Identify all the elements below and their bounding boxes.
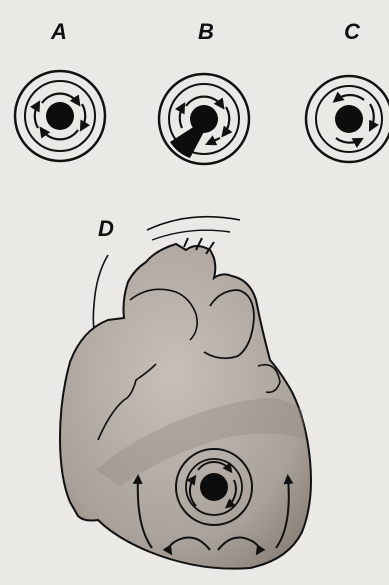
heart-apex-core bbox=[200, 473, 228, 501]
panel-c-diagram bbox=[306, 76, 389, 162]
panel-b-diagram bbox=[159, 74, 249, 164]
panel-b-flow-arrow-left bbox=[180, 106, 183, 128]
panel-c-flow-arrow-top bbox=[336, 95, 364, 100]
panel-a-core bbox=[46, 102, 74, 130]
panel-label-c: C bbox=[344, 21, 360, 43]
panel-a-flow-arrow-bottom bbox=[42, 130, 78, 139]
pericardium-line-top-inner bbox=[152, 230, 230, 240]
panel-c-flow-arrow-right bbox=[370, 104, 374, 128]
panel-a-diagram bbox=[15, 71, 105, 161]
panel-c-flow-arrow-bottom bbox=[336, 138, 360, 143]
panel-d-diagram bbox=[60, 217, 311, 569]
panel-c-core bbox=[335, 105, 363, 133]
panel-b-flow-arrow-top bbox=[186, 97, 222, 106]
panel-a-flow-arrow-top bbox=[42, 94, 78, 103]
vessel-branch-1 bbox=[184, 238, 188, 247]
panel-label-b: B bbox=[198, 21, 214, 43]
panel-a-flow-arrow-right bbox=[82, 104, 85, 128]
pericardium-line-top-outer bbox=[147, 217, 240, 230]
panel-b-flow-arrow-bottom bbox=[209, 138, 220, 143]
panel-label-d: D bbox=[98, 218, 114, 240]
panel-b-flow-arrow-right bbox=[224, 107, 229, 134]
panel-label-a: A bbox=[51, 21, 67, 43]
panel-a-flow-arrow-left bbox=[35, 104, 38, 128]
